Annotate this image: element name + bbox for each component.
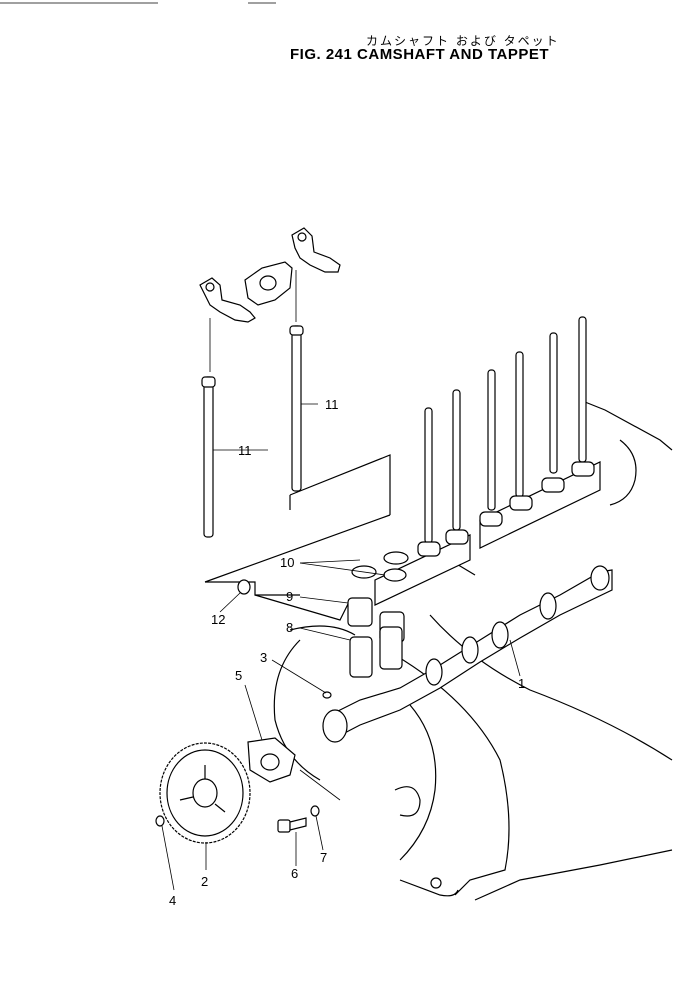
callout-6: 6 (291, 866, 299, 881)
callout-11-right: 11 (325, 397, 339, 412)
assembly-frame (204, 454, 391, 621)
tappets (347, 597, 405, 678)
rocker-arm-right (291, 227, 341, 273)
pushrod-left (201, 376, 216, 538)
lock-washer (310, 805, 320, 817)
woodruff-key (322, 691, 332, 699)
callout-leaders (161, 403, 521, 891)
figure-title: FIG. 241 CAMSHAFT AND TAPPET (290, 46, 550, 63)
pushrod-right (289, 325, 304, 492)
plug (237, 579, 251, 595)
washers (351, 551, 409, 582)
callout-7: 7 (320, 850, 328, 865)
callout-2: 2 (201, 874, 209, 889)
callout-1: 1 (518, 676, 526, 691)
rocker-arm-left (199, 277, 256, 323)
figure-title-japanese: カムシャフト および タペット (366, 34, 560, 48)
callout-4: 4 (169, 893, 177, 908)
callout-8: 8 (286, 620, 294, 635)
camshaft (322, 565, 613, 743)
callout-9: 9 (286, 589, 294, 604)
cam-gear (159, 742, 251, 844)
callout-10: 10 (280, 555, 295, 570)
thrust-plate (247, 737, 296, 783)
rocker-shaft-support (244, 261, 293, 306)
bolt (277, 817, 307, 833)
callout-12: 12 (211, 612, 226, 627)
nut (155, 815, 165, 827)
callout-5: 5 (235, 668, 243, 683)
tappet-guides (374, 461, 601, 606)
pushrod-row (424, 316, 587, 544)
callout-3: 3 (260, 650, 268, 665)
callout-11-left: 11 (238, 443, 252, 458)
